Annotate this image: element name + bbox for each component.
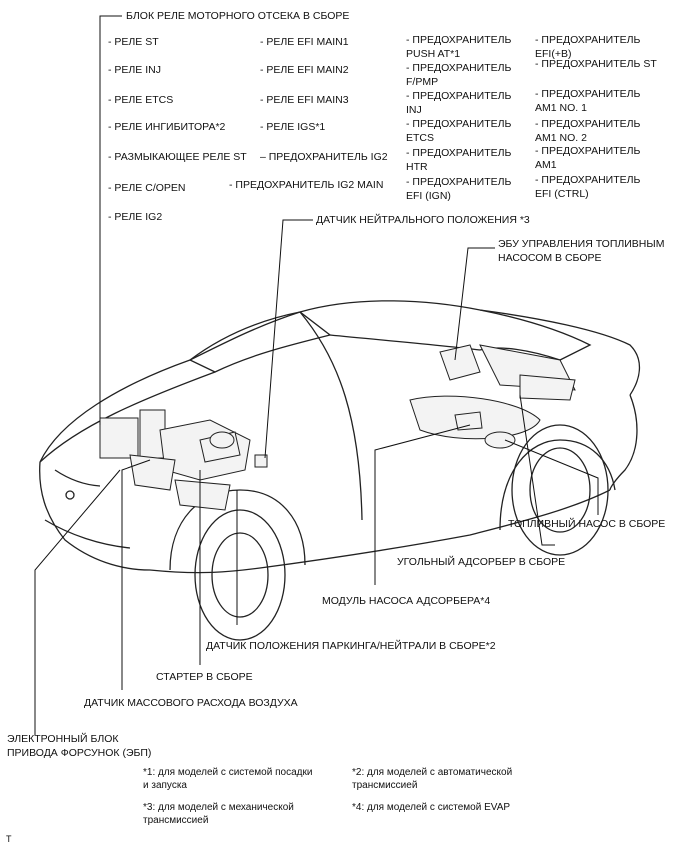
relay-item: - РЕЛЕ ST xyxy=(108,36,159,48)
leader-maf xyxy=(121,459,151,690)
footnote-1: *1: для моделей с системой посадки и зап… xyxy=(143,767,313,791)
fuse-item: - ПРЕДОХРАНИТЕЛЬ EFI (CTRL) xyxy=(535,174,641,200)
leader-injector xyxy=(34,469,121,735)
leader-neutral-sensor xyxy=(264,219,313,459)
fuse-item: - ПРЕДОХРАНИТЕЛЬ INJ xyxy=(406,90,512,116)
park-neutral-switch-label: ДАТЧИК ПОЛОЖЕНИЯ ПАРКИНГА/НЕЙТРАЛИ В СБО… xyxy=(206,640,496,652)
fuse-item: - ПРЕДОХРАНИТЕЛЬ HTR xyxy=(406,147,512,173)
relay-item: - РЕЛЕ ИНГИБИТОРА*2 xyxy=(108,121,226,133)
relay-item: - РАЗМЫКАЮЩЕЕ РЕЛЕ ST xyxy=(108,151,247,163)
canister-shape xyxy=(519,374,576,401)
leader-relay-block xyxy=(99,15,122,425)
fuse-item: - ПРЕДОХРАНИТЕЛЬ F/PMP xyxy=(406,62,512,88)
footnote-2: *2: для моделей с автоматической трансми… xyxy=(352,767,513,791)
fuel-pump-ecu-shape xyxy=(439,344,481,381)
starter-label: СТАРТЕР В СБОРЕ xyxy=(156,671,253,683)
footnote-4: *4: для моделей с системой EVAP xyxy=(352,802,511,813)
fuse-item: - ПРЕДОХРАНИТЕЛЬ EFI(+B) xyxy=(535,34,641,60)
leader-fuel-pump xyxy=(504,439,599,515)
fuse-item: - ПРЕДОХРАНИТЕЛЬ IG2 MAIN xyxy=(229,179,384,191)
relay-item: - РЕЛЕ C/OPEN xyxy=(108,182,186,194)
neutral-sensor-label: ДАТЧИК НЕЙТРАЛЬНОГО ПОЛОЖЕНИЯ *3 xyxy=(316,214,530,226)
leader-canister-pump xyxy=(374,424,471,585)
fuse-item: - ПРЕДОХРАНИТЕЛЬ AM1 xyxy=(535,145,641,171)
maf-sensor-label: ДАТЧИК МАССОВОГО РАСХОДА ВОЗДУХА xyxy=(84,697,298,709)
fuel-pump-label: ТОПЛИВНЫЙ НАСОС В СБОРЕ xyxy=(508,518,666,530)
relay-item: - РЕЛЕ EFI MAIN2 xyxy=(260,64,349,76)
relay-box-shape xyxy=(99,417,139,459)
leader-fuel-pump-ecu xyxy=(454,247,495,361)
fuse-item: - ПРЕДОХРАНИТЕЛЬ EFI (IGN) xyxy=(406,176,512,202)
canister-pump-module-label: МОДУЛЬ НАСОСА АДСОРБЕРА*4 xyxy=(322,595,491,607)
fuse-item: - ПРЕДОХРАНИТЕЛЬ PUSH AT*1 xyxy=(406,34,512,60)
injector-driver-label: ЭЛЕКТРОННЫЙ БЛОК ПРИВОДА ФОРСУНОК (ЭБП) xyxy=(7,733,152,759)
fuel-pump-ecu-label: ЭБУ УПРАВЛЕНИЯ ТОПЛИВНЫМ НАСОСОМ В СБОРЕ xyxy=(498,238,665,264)
fuse-item: - ПРЕДОХРАНИТЕЛЬ ETCS xyxy=(406,118,512,144)
fuse-item: - ПРЕДОХРАНИТЕЛЬ AM1 NO. 1 xyxy=(535,88,641,114)
engine-bay xyxy=(99,409,268,511)
fuse-item: - ПРЕДОХРАНИТЕЛЬ AM1 NO. 2 xyxy=(535,118,641,144)
fuse-item: - ПРЕДОХРАНИТЕЛЬ ST xyxy=(535,58,657,70)
leader-lines xyxy=(34,15,599,735)
corner-mark: T xyxy=(6,834,12,844)
relay-item: - РЕЛЕ INJ xyxy=(108,64,161,76)
footnote-3: *3: для моделей с механической трансмисс… xyxy=(143,802,294,826)
relay-item: - РЕЛЕ EFI MAIN1 xyxy=(260,36,349,48)
relay-item: - РЕЛЕ IGS*1 xyxy=(260,121,326,133)
relay-item: - РЕЛЕ ETCS xyxy=(108,94,174,106)
car-body xyxy=(39,300,641,641)
canister-label: УГОЛЬНЫЙ АДСОРБЕР В СБОРЕ xyxy=(397,556,566,568)
rear-components xyxy=(409,344,576,449)
fuse-item: – ПРЕДОХРАНИТЕЛЬ IG2 xyxy=(260,151,388,163)
relay-item: - РЕЛЕ EFI MAIN3 xyxy=(260,94,349,106)
relay-block-title: БЛОК РЕЛЕ МОТОРНОГО ОТСЕКА В СБОРЕ xyxy=(126,10,350,22)
fuel-pump-shape xyxy=(484,431,516,449)
relay-item: - РЕЛЕ IG2 xyxy=(108,211,163,223)
neutral-sensor-shape xyxy=(254,454,268,468)
leader-canister xyxy=(519,394,555,546)
